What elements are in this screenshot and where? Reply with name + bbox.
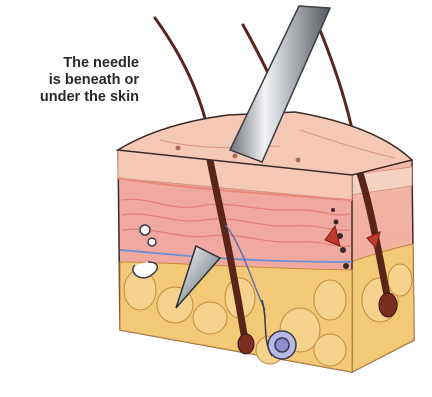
caption-line-1: The needle (14, 55, 139, 72)
block-right-face (350, 158, 414, 372)
caption-line-2: is beneath or (14, 72, 139, 89)
needle-caption: The needle is beneath or under the skin (14, 55, 139, 106)
block-front-face (118, 150, 352, 372)
caption-line-3: under the skin (14, 89, 139, 106)
